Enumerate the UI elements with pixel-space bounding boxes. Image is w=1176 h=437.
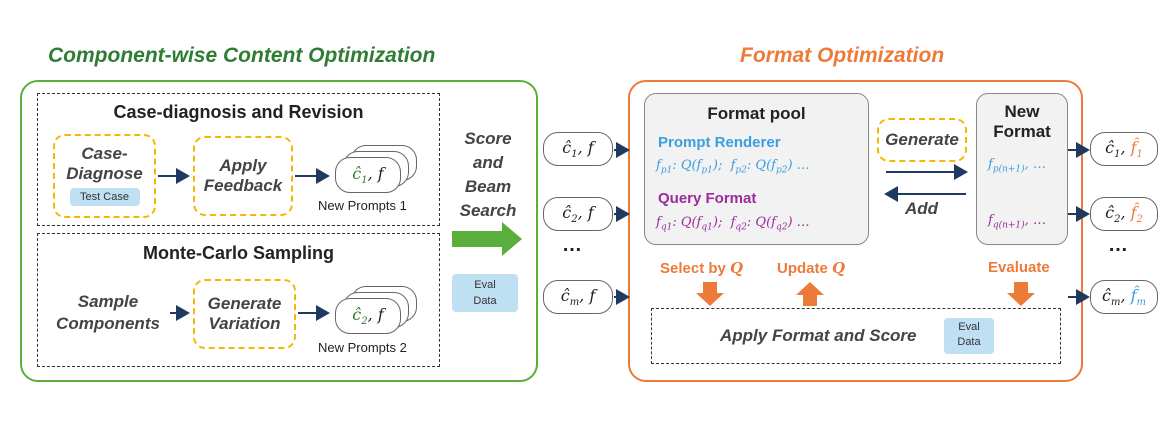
candidate-ellipsis: … <box>562 234 582 256</box>
query-formula: fq1: Q(fq1); fq2: Q(fq2) … <box>656 215 810 233</box>
new-renderer-formula: fp(n+1), … <box>988 157 1046 175</box>
candidate-pill-m: ĉm, f <box>543 280 613 314</box>
test-case-chip: Test Case <box>69 188 140 206</box>
case-diagnosis-section <box>37 93 440 226</box>
new-prompts-1-label: New Prompts 1 <box>318 198 407 213</box>
score-beam-search-label: Score and Beam Search <box>459 129 517 220</box>
format-optimization-title: Format Optimization <box>740 44 945 67</box>
output-pill-2: ĉ2, f̂2 <box>1090 197 1158 231</box>
output-pill-1: ĉ1, f̂1 <box>1090 132 1158 166</box>
new-prompts-1-stack: ĉ1, f <box>333 145 433 195</box>
generate-variation-label: Generate Variation <box>207 294 282 333</box>
search-arrow <box>452 222 522 256</box>
add-label: Add <box>905 199 939 218</box>
new-format-title: New Format <box>993 102 1051 141</box>
new-format-box <box>976 93 1068 245</box>
output-pill-m: ĉm, f̂m <box>1090 280 1158 314</box>
case-diagnose-label: Case- Diagnose <box>66 144 143 183</box>
case-diagnose-box: Case- Diagnose Test Case <box>53 134 156 218</box>
prompt-2-card: ĉ2, f <box>335 298 401 334</box>
candidate-pill-1: ĉ1, f <box>543 132 613 166</box>
candidate-pill-2: ĉ2, f <box>543 197 613 231</box>
new-query-formula: fq(n+1), … <box>988 213 1046 231</box>
arrow-select-down <box>696 282 724 306</box>
output-ellipsis: … <box>1108 234 1128 256</box>
generate-variation-box: Generate Variation <box>193 279 296 349</box>
content-optimization-title: Component-wise Content Optimization <box>48 44 436 67</box>
evaluate-label: Evaluate <box>988 259 1050 276</box>
new-prompts-2-stack: ĉ2, f <box>333 286 433 336</box>
apply-feedback-box: Apply Feedback <box>193 136 293 216</box>
prompt-1-card: ĉ1, f <box>335 157 401 193</box>
case-diagnosis-title: Case-diagnosis and Revision <box>113 102 364 122</box>
format-pool-title: Format pool <box>707 104 806 123</box>
update-q-label: Update Q <box>777 259 846 277</box>
new-prompts-2-label: New Prompts 2 <box>318 340 407 355</box>
monte-carlo-section <box>37 233 440 367</box>
sample-components-label: Sample Components <box>56 292 160 333</box>
generate-box: Generate <box>877 118 967 162</box>
arrow-evaluate-down <box>1007 282 1035 306</box>
query-format-label: Query Format <box>658 190 757 207</box>
select-by-q-label: Select by Q <box>660 259 744 277</box>
format-optimization-panel <box>628 80 1083 382</box>
generate-label: Generate <box>885 130 959 149</box>
prompt-renderer-label: Prompt Renderer <box>658 134 781 151</box>
apply-format-score-box <box>651 308 1061 364</box>
format-pool-box <box>644 93 869 245</box>
eval-data-chip-middle: Eval Data <box>452 274 518 312</box>
content-optimization-panel <box>20 80 538 382</box>
apply-format-score-label: Apply Format and Score <box>720 326 917 345</box>
eval-data-chip-right: Eval Data <box>944 318 994 354</box>
apply-feedback-label: Apply Feedback <box>203 156 283 195</box>
renderer-formula: fp1: Q(fp1); fp2: Q(fp2) … <box>656 158 810 176</box>
monte-carlo-title: Monte-Carlo Sampling <box>142 243 334 263</box>
arrow-update-up <box>796 282 824 306</box>
